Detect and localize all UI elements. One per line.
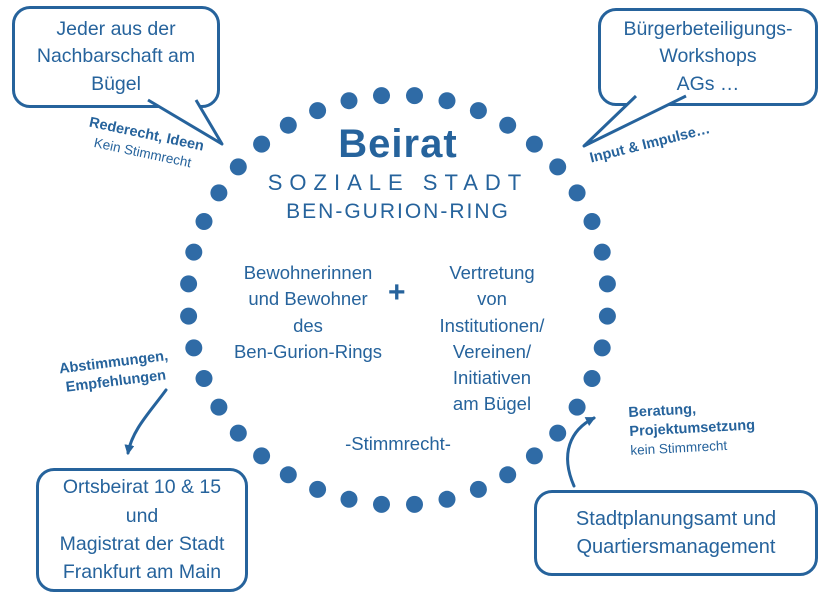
ring-dot (373, 87, 390, 105)
ring-dot (549, 424, 567, 442)
ring-dot (195, 370, 213, 387)
box-stadtplanungsamt: Stadtplanungsamt und Quartiersmanagement (534, 490, 818, 576)
ring-dot (568, 398, 586, 416)
ring-dot (253, 447, 271, 465)
ring-dot (180, 307, 198, 325)
bubble-workshops: Bürgerbeteiligungs- Workshops AGs … (598, 8, 818, 106)
ring-dot (340, 92, 358, 110)
note-beratung: Beratung, Projektumsetzung kein Stimmrec… (628, 395, 801, 460)
arrow-to-ortsbeirat (124, 388, 168, 455)
ring-subtitle-2: BEN-GURION-RING (286, 200, 510, 223)
ring-dot (185, 243, 203, 261)
ring-dot (438, 92, 456, 110)
residents-group-text: Bewohnerinnen und Bewohner des Ben-Gurio… (233, 262, 383, 362)
ring-dot (583, 370, 601, 387)
arrow-from-stadtplanungsamt (566, 416, 596, 488)
ring-dot (279, 466, 297, 484)
ring-dot (525, 447, 543, 465)
ring-dot (438, 490, 456, 508)
ring-dot (373, 495, 390, 513)
ring-dot (598, 307, 616, 325)
ring-dot (469, 480, 487, 498)
ring-dot (229, 424, 247, 442)
ring-dot (499, 466, 517, 484)
ring-dot (598, 275, 616, 293)
ring-dot (593, 339, 611, 357)
ring-header: Beirat SOZIALE STADT BEN-GURION-RING (198, 122, 598, 224)
note-input-impulse-bold: Input & Impulse… (588, 121, 712, 167)
ring-dot (593, 243, 611, 261)
note-input-impulse: Input & Impulse… (588, 114, 738, 169)
note-abstimmungen-bold: Abstimmungen, Empfehlungen (58, 348, 169, 396)
bubble-neighborhood: Jeder aus der Nachbarschaft am Bügel (12, 6, 220, 108)
voting-right-note: -Stimmrecht- (345, 433, 451, 454)
box-ortsbeirat-magistrat: Ortsbeirat 10 & 15 und Magistrat der Sta… (36, 468, 248, 592)
ring-dot (340, 490, 358, 508)
ring-dot (309, 102, 327, 120)
ring-dot (185, 339, 203, 357)
ring-dot (469, 102, 487, 120)
plus-sign: + (388, 276, 406, 309)
ring-dot (406, 87, 423, 105)
institutions-group-text: Vertretung von Institutionen/ Vereinen/ … (439, 262, 545, 415)
ring-dot (406, 495, 423, 513)
ring-title: Beirat (338, 122, 458, 166)
ring-dot (180, 275, 198, 293)
ring-dot (309, 480, 327, 498)
ring-dot (210, 398, 228, 416)
ring-subtitle-1: SOZIALE STADT (267, 170, 529, 195)
note-abstimmungen: Abstimmungen, Empfehlungen (46, 346, 184, 400)
note-rederecht: Rederecht, Ideen Kein Stimmrecht (66, 110, 222, 178)
